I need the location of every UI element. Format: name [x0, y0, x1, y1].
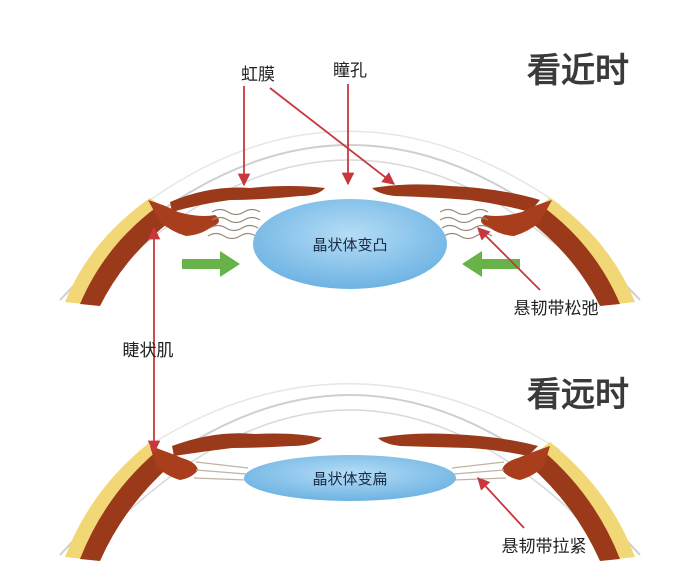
label-ciliary-muscle: 睫状肌: [123, 341, 174, 361]
iris-right-bottom: [378, 433, 538, 456]
near-panel: 晶状体变凸: [59, 130, 641, 306]
iris-left-bottom: [172, 433, 322, 456]
zonules-taut-left: [193, 461, 249, 481]
far-panel: 晶状体变扁: [59, 383, 641, 561]
ciliary-body-left-top: [148, 200, 219, 236]
pointer-arrows: [147, 84, 541, 529]
ciliary-body-right-bottom: [502, 446, 550, 480]
pointer-iris-right: [269, 87, 395, 185]
ciliary-body-left-bottom: [150, 446, 198, 480]
title-near: 看近时: [527, 51, 629, 91]
zonules-taut-right: [451, 461, 507, 481]
ciliary-body-right-top: [481, 200, 552, 236]
label-zonule-relaxed: 悬韧带松弛: [514, 299, 599, 319]
lens-far-text: 晶状体变扁: [312, 470, 387, 488]
label-iris: 虹膜: [241, 65, 275, 85]
green-arrow-left: [182, 251, 240, 277]
green-arrow-right: [462, 251, 520, 277]
choroid-left-bottom: [80, 450, 172, 561]
lens-convex: [253, 199, 447, 289]
choroid-right-top: [528, 206, 620, 306]
lens-flat: [244, 455, 456, 501]
pointer-zonule-taut: [477, 477, 525, 529]
pointer-zonule-relaxed: [477, 227, 541, 291]
zonules-relaxed-left: [207, 208, 261, 240]
choroid-right-bottom: [528, 450, 620, 561]
title-far: 看远时: [527, 375, 629, 415]
label-pupil: 瞳孔: [333, 61, 367, 81]
cornea-fill-top: [149, 130, 561, 206]
cornea-inner-bottom: [84, 409, 616, 556]
lens-near-text: 晶状体变凸: [312, 236, 387, 254]
label-zonule-taut: 悬韧带拉紧: [502, 537, 587, 557]
cornea-fill-bottom: [149, 383, 561, 451]
iris-left-top: [170, 186, 325, 212]
iris-right-top: [372, 184, 540, 212]
